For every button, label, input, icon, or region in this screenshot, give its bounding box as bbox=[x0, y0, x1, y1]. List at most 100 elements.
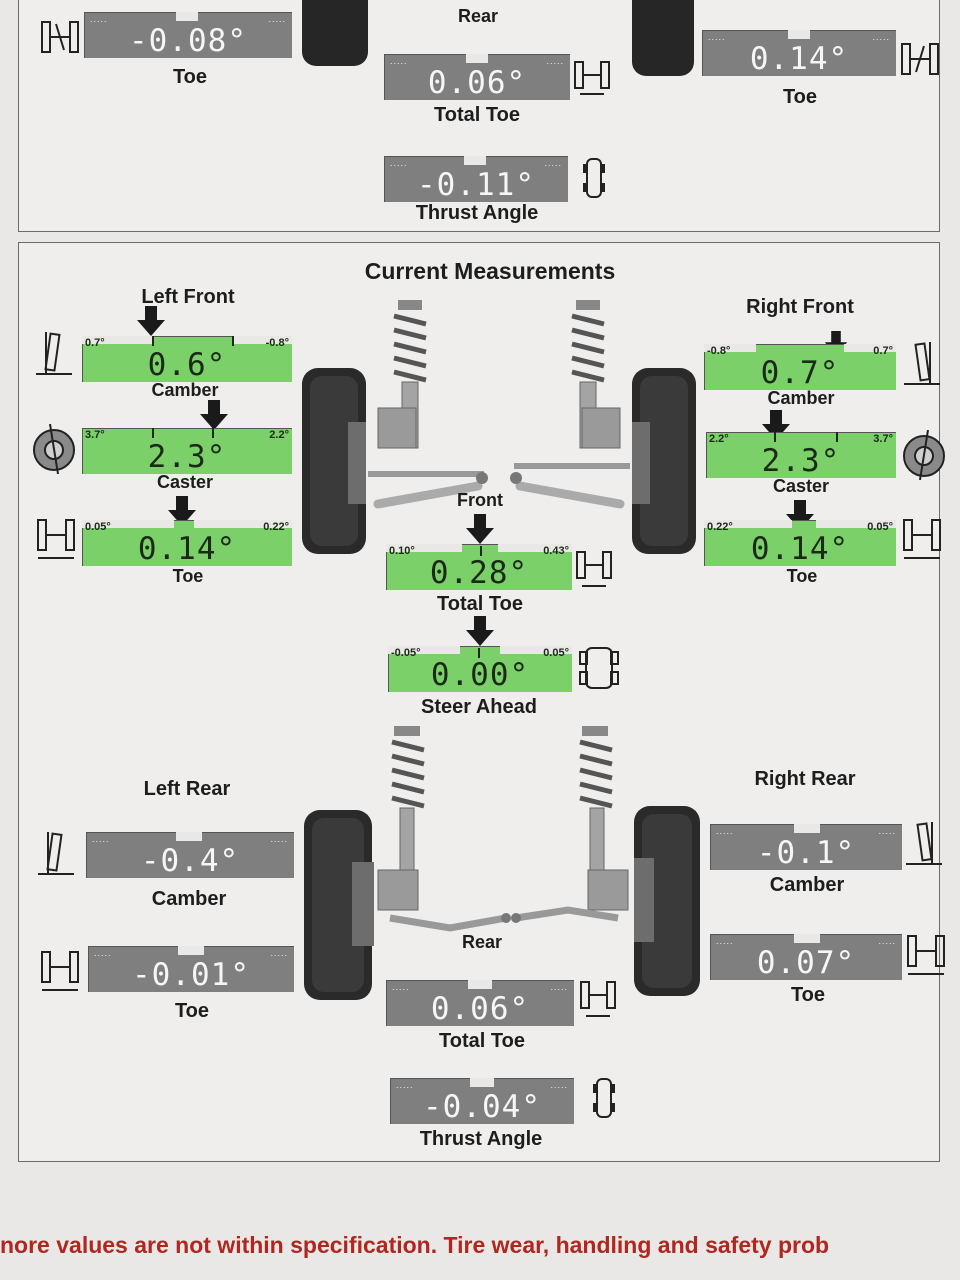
left-front-camber-arrow bbox=[137, 306, 165, 336]
right-front-caster-max: 3.7° bbox=[873, 433, 893, 445]
left-front-caster-arrow bbox=[200, 400, 228, 430]
total-toe-icon bbox=[580, 981, 616, 1017]
right-rear-heading: Right Rear bbox=[754, 768, 856, 790]
left-rear-camber-label: Camber bbox=[151, 888, 227, 910]
front-total-toe-arrow bbox=[466, 514, 494, 544]
rear-total-toe-value: 0.06° bbox=[430, 991, 530, 1027]
left-front-toe-arrow bbox=[168, 496, 196, 526]
right-front-camber-value: 0.7° bbox=[760, 355, 840, 391]
rear-suspension-illustration bbox=[304, 726, 700, 1000]
right-front-camber-arrow bbox=[824, 331, 848, 355]
top-rear-label: Rear bbox=[457, 6, 499, 26]
front-total-toe-value: 0.28° bbox=[429, 555, 529, 591]
top-left-toe-value: -0.08° bbox=[129, 23, 247, 59]
right-front-caster-label: Caster bbox=[772, 476, 830, 496]
left-front-camber-readout: 0.7° -0.8° 0.6° bbox=[82, 336, 292, 382]
left-rear-toe-readout: .......... -0.01° bbox=[88, 946, 294, 992]
camber-wheel-icon bbox=[904, 342, 940, 385]
left-front-camber-min: 0.7° bbox=[85, 337, 105, 349]
top-right-rear-tire bbox=[632, 0, 694, 76]
toe-wheel-icon bbox=[41, 21, 79, 53]
top-left-toe-label: Toe bbox=[172, 66, 208, 88]
right-rear-toe-value: 0.07° bbox=[756, 945, 856, 981]
camber-wheel-icon bbox=[906, 822, 942, 865]
left-rear-heading: Left Rear bbox=[143, 778, 231, 800]
right-front-caster-readout: 2.2° 3.7° 2.3° bbox=[706, 432, 896, 478]
left-front-camber-label: Camber bbox=[151, 380, 219, 400]
left-front-toe-value: 0.14° bbox=[137, 531, 237, 567]
steer-ahead-min: -0.05° bbox=[391, 647, 421, 659]
toe-wheel-icon bbox=[37, 519, 75, 559]
front-total-toe-label: Total Toe bbox=[437, 593, 523, 615]
left-front-toe-max: 0.22° bbox=[263, 521, 289, 533]
left-front-heading: Left Front bbox=[141, 286, 235, 308]
right-front-caster-arrow bbox=[762, 410, 790, 440]
caster-wheel-icon bbox=[33, 424, 75, 474]
camber-wheel-icon bbox=[38, 832, 74, 875]
front-label: Front bbox=[457, 490, 503, 510]
top-total-toe-readout: .......... 0.06° bbox=[384, 54, 570, 100]
right-front-toe-max: 0.05° bbox=[867, 521, 893, 533]
left-front-caster-label: Caster bbox=[156, 472, 214, 492]
left-front-caster-min: 3.7° bbox=[85, 429, 105, 441]
front-suspension-illustration bbox=[302, 300, 696, 554]
caster-wheel-icon bbox=[903, 430, 945, 480]
right-rear-camber-value: -0.1° bbox=[756, 835, 856, 871]
right-front-caster-min: 2.2° bbox=[709, 433, 729, 445]
right-front-toe-label: Toe bbox=[786, 566, 818, 586]
left-front-camber-max: -0.8° bbox=[265, 337, 289, 349]
right-front-toe-readout: 0.22° 0.05° 0.14° bbox=[704, 520, 896, 566]
steer-ahead-icon bbox=[579, 647, 619, 689]
steer-ahead-label: Steer Ahead bbox=[421, 696, 537, 718]
right-front-camber-label: Camber bbox=[767, 388, 835, 408]
camber-wheel-icon bbox=[36, 332, 72, 375]
thrust-angle-car-icon bbox=[593, 1078, 615, 1118]
front-total-toe-max: 0.43° bbox=[543, 545, 569, 557]
top-thrust-angle-value: -0.11° bbox=[417, 167, 535, 203]
top-total-toe-label: Total Toe bbox=[434, 104, 520, 126]
top-total-toe-value: 0.06° bbox=[427, 65, 527, 101]
left-front-caster-max: 2.2° bbox=[269, 429, 289, 441]
left-front-caster-readout: 3.7° 2.2° 2.3° bbox=[82, 428, 292, 474]
total-toe-icon bbox=[576, 551, 612, 587]
right-front-toe-arrow bbox=[786, 500, 814, 530]
left-front-camber-value: 0.6° bbox=[147, 347, 227, 383]
steer-ahead-value: 0.00° bbox=[430, 657, 530, 693]
left-front-caster-value: 2.3° bbox=[147, 439, 227, 475]
total-toe-icon bbox=[574, 61, 610, 95]
toe-wheel-icon bbox=[41, 951, 79, 991]
right-front-toe-min: 0.22° bbox=[707, 521, 733, 533]
right-front-camber-max: 0.7° bbox=[873, 345, 893, 357]
left-front-toe-label: Toe bbox=[172, 566, 204, 586]
right-rear-camber-readout: .......... -0.1° bbox=[710, 824, 902, 870]
toe-wheel-icon bbox=[901, 43, 939, 75]
left-rear-toe-label: Toe bbox=[174, 1000, 210, 1022]
left-rear-toe-value: -0.01° bbox=[132, 957, 250, 993]
front-total-toe-min: 0.10° bbox=[389, 545, 415, 557]
top-left-rear-tire bbox=[302, 0, 368, 66]
front-total-toe-readout: 0.10° 0.43° 0.28° bbox=[386, 544, 572, 590]
top-right-toe-value: 0.14° bbox=[749, 41, 849, 77]
right-front-caster-value: 2.3° bbox=[761, 443, 841, 479]
toe-wheel-icon bbox=[907, 935, 945, 975]
left-rear-camber-value: -0.4° bbox=[140, 843, 240, 879]
out-of-spec-warning: nore values are not within specification… bbox=[0, 1232, 830, 1258]
current-measurements-title: Current Measurements bbox=[364, 258, 616, 284]
rear-total-toe-readout: .......... 0.06° bbox=[386, 980, 574, 1026]
steer-ahead-max: 0.05° bbox=[543, 647, 569, 659]
steer-ahead-readout: -0.05° 0.05° 0.00° bbox=[388, 646, 572, 692]
left-front-toe-readout: 0.05° 0.22° 0.14° bbox=[82, 520, 292, 566]
right-rear-toe-readout: .......... 0.07° bbox=[710, 934, 902, 980]
left-rear-camber-readout: .......... -0.4° bbox=[86, 832, 294, 878]
right-front-heading: Right Front bbox=[746, 296, 854, 318]
top-thrust-angle-label: Thrust Angle bbox=[415, 202, 539, 224]
right-front-toe-value: 0.14° bbox=[750, 531, 850, 567]
top-right-toe-readout: .......... 0.14° bbox=[702, 30, 896, 76]
right-front-camber-min: -0.8° bbox=[707, 345, 731, 357]
rear-thrust-angle-value: -0.04° bbox=[423, 1089, 541, 1125]
rear-total-toe-label: Total Toe bbox=[439, 1030, 525, 1052]
toe-wheel-icon bbox=[903, 519, 941, 559]
rear-thrust-angle-label: Thrust Angle bbox=[419, 1128, 543, 1150]
top-right-toe-label: Toe bbox=[782, 86, 818, 108]
right-rear-camber-label: Camber bbox=[769, 874, 845, 896]
